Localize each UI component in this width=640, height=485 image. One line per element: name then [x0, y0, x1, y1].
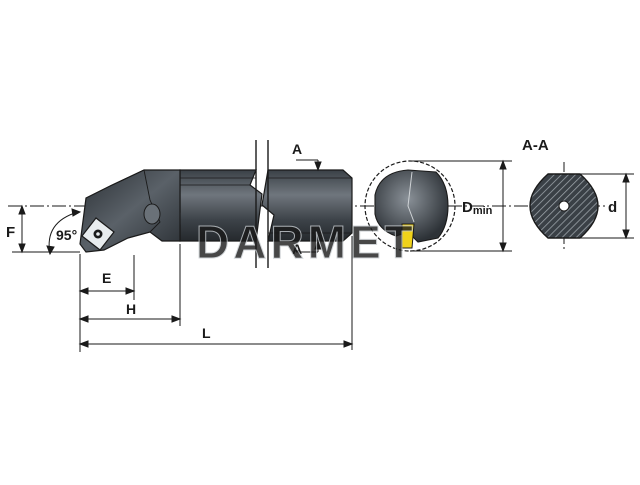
label-section-title: A-A [522, 137, 549, 154]
label-l: L [202, 325, 211, 341]
coolant-hole [558, 200, 570, 212]
end-view [364, 160, 456, 252]
end-insert [401, 223, 415, 249]
section-a-a [529, 173, 599, 239]
label-angle: 95° [56, 227, 77, 243]
label-d: d [608, 199, 617, 216]
clamp-screw [143, 203, 161, 225]
label-a-bottom: A [292, 241, 302, 257]
label-f: F [6, 224, 15, 241]
shank-right [261, 169, 353, 242]
end-face [374, 169, 449, 243]
end-face-detail [407, 171, 415, 223]
label-e: E [102, 270, 111, 286]
head-chamfer [109, 169, 161, 233]
label-d-min: Dmin [462, 199, 493, 217]
dimensions [12, 159, 634, 352]
label-a-top: A [292, 141, 302, 157]
watermark-logo: DARMET [196, 216, 417, 268]
boring-bar [79, 169, 353, 253]
label-h: H [126, 301, 136, 317]
